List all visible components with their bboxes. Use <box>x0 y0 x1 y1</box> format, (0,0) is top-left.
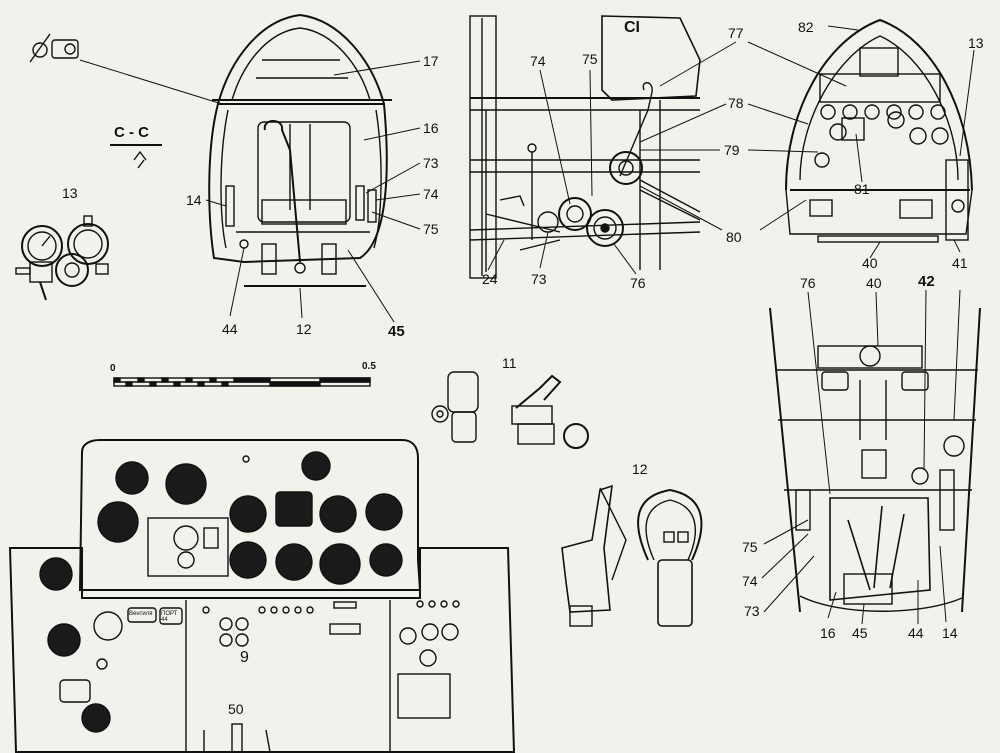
callout-12: 12 <box>296 321 312 337</box>
callout-74: 74 <box>742 573 758 589</box>
instrument-panel-9 <box>8 439 516 753</box>
callout-14: 14 <box>942 625 958 641</box>
section-mark <box>110 144 162 169</box>
leader-lines-section <box>79 59 421 323</box>
callout-44: 44 <box>222 321 238 337</box>
callout-24: 24 <box>482 271 498 287</box>
callout-41: 41 <box>952 255 968 271</box>
detail-11 <box>431 371 589 449</box>
callout-14: 14 <box>186 192 202 208</box>
leader-lines-plan <box>761 289 961 625</box>
callout-45: 45 <box>388 323 405 340</box>
callout-73: 73 <box>423 155 439 171</box>
callout-13: 13 <box>62 185 78 201</box>
callout-76: 76 <box>800 275 816 291</box>
callout-77: 77 <box>728 25 744 41</box>
cockpit-section-view <box>208 13 392 287</box>
section-label: C - C <box>114 124 149 141</box>
callout-11: 11 <box>502 355 517 371</box>
callout-50: 50 <box>228 701 244 717</box>
callout-40: 40 <box>866 275 882 291</box>
forward-panel-view <box>785 18 973 243</box>
callout-76: 76 <box>630 275 646 291</box>
callout-16: 16 <box>820 625 836 641</box>
callout-74: 74 <box>423 186 439 202</box>
detail-12 <box>561 484 703 627</box>
callout-79: 79 <box>724 142 740 158</box>
callout-44: 44 <box>908 625 924 641</box>
callout-75: 75 <box>742 539 758 555</box>
cockpit-plan-view <box>769 307 981 613</box>
callout-17: 17 <box>423 53 439 69</box>
callout-73: 73 <box>744 603 760 619</box>
callout-75: 75 <box>423 221 439 237</box>
callout-9: 9 <box>240 649 249 666</box>
placard-2: ПОРТ 44 <box>161 611 178 623</box>
callout-42: 42 <box>918 273 935 290</box>
placard-1: Вентиля <box>129 611 153 617</box>
scale-start: 0 <box>110 363 116 374</box>
callout-78: 78 <box>728 95 744 111</box>
callout-74: 74 <box>530 53 546 69</box>
leader-lines-interior <box>487 41 737 275</box>
callout-80: 80 <box>726 229 742 245</box>
scale-end: 0.5 <box>362 361 376 372</box>
callout-40: 40 <box>862 255 878 271</box>
cockpit-side-interior <box>469 15 701 279</box>
callout-16: 16 <box>423 120 439 136</box>
callout-12: 12 <box>632 461 648 477</box>
callout-73: 73 <box>531 271 547 287</box>
hinge-detail <box>29 33 79 63</box>
callout-81: 81 <box>854 181 870 197</box>
callout-13: 13 <box>968 35 984 51</box>
fuselage-marking: CI <box>624 19 640 36</box>
callout-75: 75 <box>582 51 598 67</box>
leader-lines-forward <box>747 25 975 259</box>
callout-82: 82 <box>798 19 814 35</box>
oxygen-regulator-13 <box>15 215 109 301</box>
callout-45: 45 <box>852 625 868 641</box>
scale-bar <box>113 377 371 387</box>
